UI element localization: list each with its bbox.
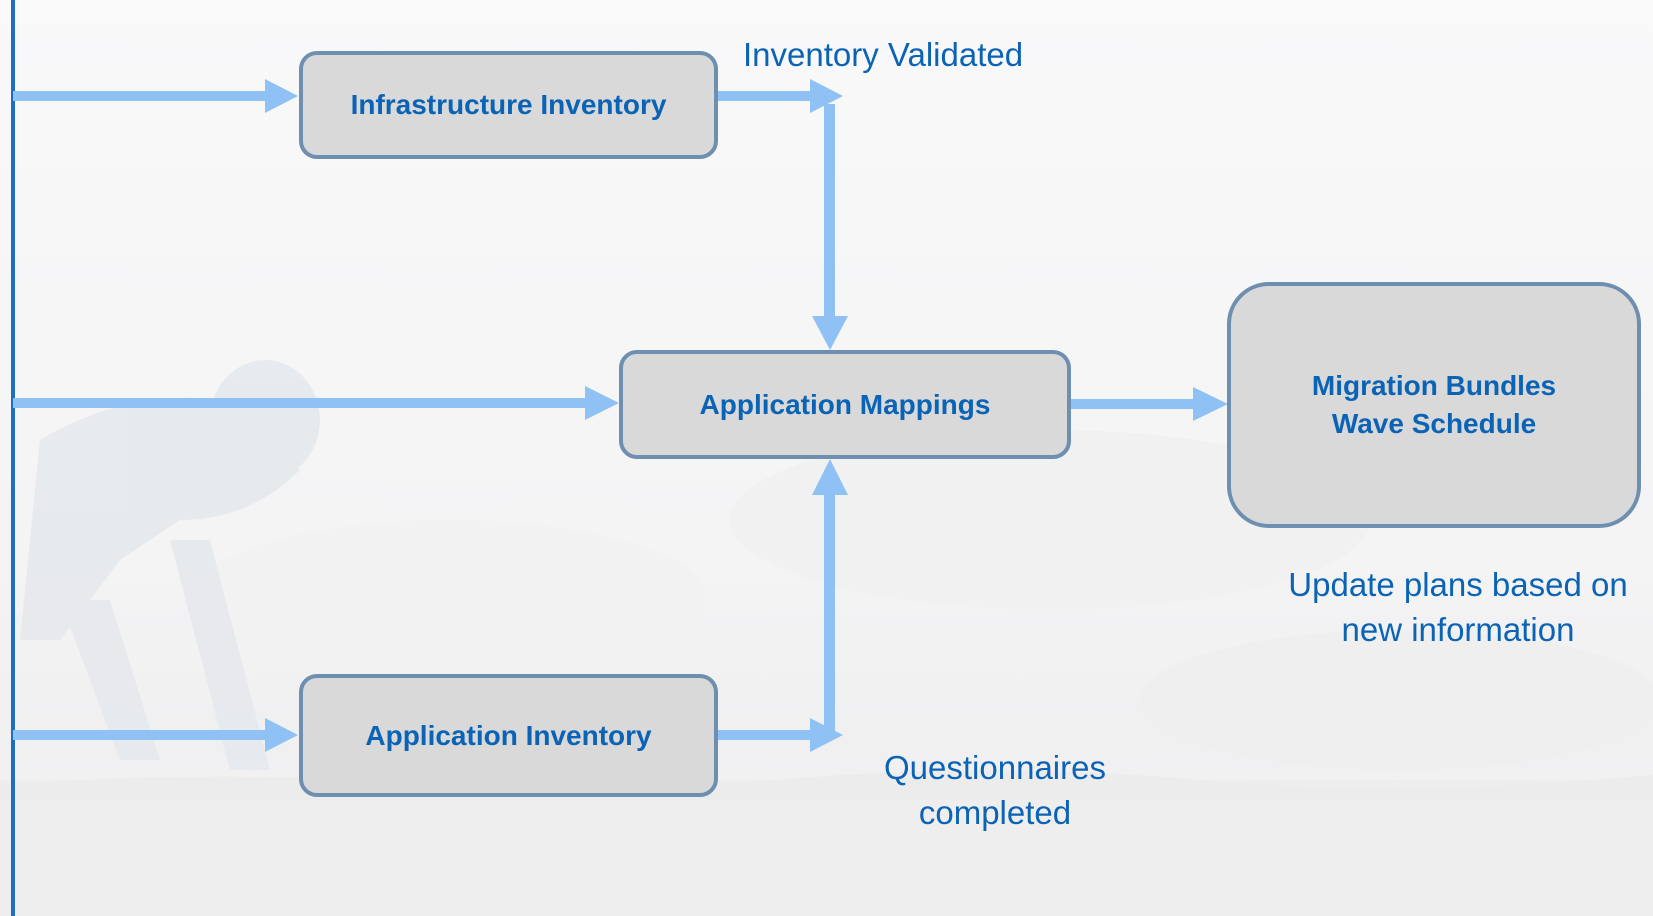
arrow-questionnaires-to-mappings [812, 459, 848, 736]
runner-silhouette [20, 360, 320, 770]
timeline-line [11, 0, 15, 916]
arrow-mappings-to-migration [1068, 387, 1228, 421]
application-mappings-label: Application Mappings [699, 388, 991, 420]
questionnaires-completed-note: Questionnaires completed [870, 745, 1120, 835]
application-inventory-node[interactable]: Application Inventory [299, 674, 718, 797]
migration-bundles-label: Migration Bundles [1311, 370, 1557, 401]
arrow-infrastructure-to-validated [716, 79, 843, 113]
update-plans-line1: Update plans based on [1288, 566, 1628, 603]
arrow-app-inventory-to-questionnaires [716, 718, 843, 752]
update-plans-line2: new information [1341, 611, 1575, 648]
arrow-timeline-to-infrastructure [13, 79, 298, 113]
arrow-timeline-to-app-inventory [13, 718, 298, 752]
arrow-validated-to-mappings [812, 104, 848, 350]
inventory-validated-note: Inventory Validated [743, 36, 1024, 73]
arrow-timeline-to-mappings [13, 386, 619, 420]
application-mappings-node[interactable]: Application Mappings [619, 350, 1071, 459]
migration-bundles-node[interactable]: Migration Bundles Wave Schedule [1227, 282, 1641, 528]
infrastructure-inventory-label: Infrastructure Inventory [350, 89, 667, 120]
wave-schedule-label: Wave Schedule [1331, 408, 1537, 439]
completed-line: completed [918, 794, 1072, 831]
application-inventory-label: Application Inventory [365, 719, 652, 751]
infrastructure-inventory-node[interactable]: Infrastructure Inventory [299, 51, 718, 159]
questionnaires-line: Questionnaires [884, 749, 1106, 786]
update-plans-note: Update plans based on new information [1268, 562, 1648, 652]
